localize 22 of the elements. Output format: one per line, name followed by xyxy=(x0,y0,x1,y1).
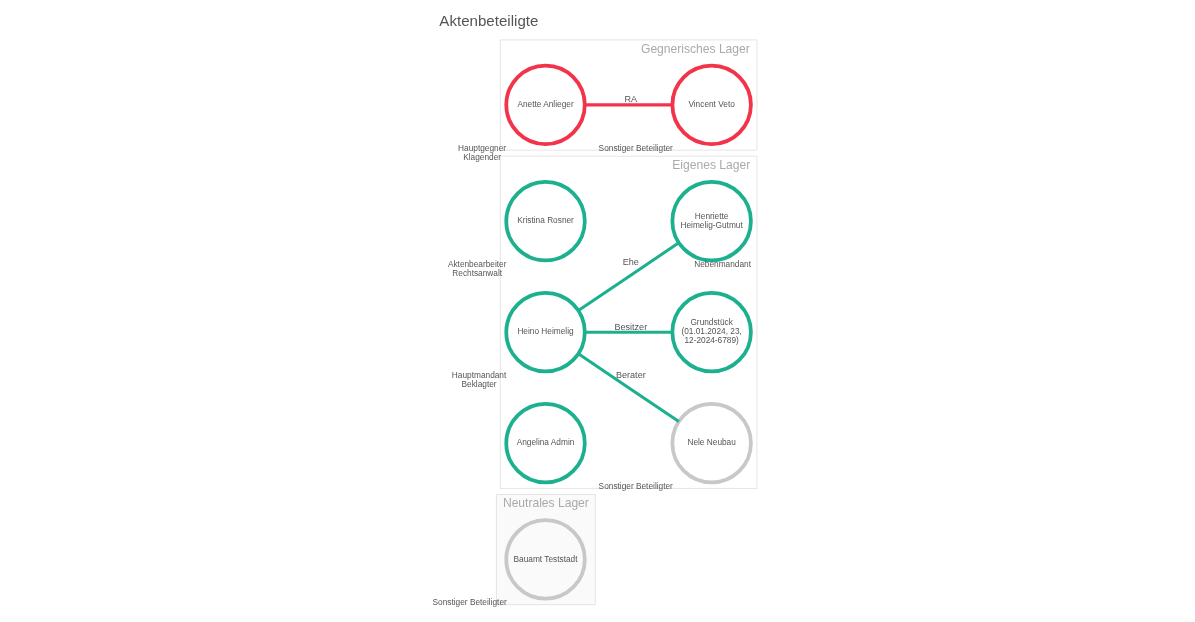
connector xyxy=(577,352,680,423)
node-label: Sonstiger Beteiligter xyxy=(598,142,673,153)
node-label: Hauptmandant xyxy=(451,370,506,381)
connector xyxy=(577,241,680,312)
node-circle: Angelina Admin xyxy=(503,402,587,485)
node-circle: Anette Anlieger xyxy=(503,63,587,146)
edge-label: Berater xyxy=(615,369,646,380)
edge-label: Ehe xyxy=(622,256,639,267)
edge-label: RA xyxy=(624,94,637,105)
node-label: Sonstiger Beteiligter xyxy=(598,481,673,492)
node-circle: Bauamt Teststadt xyxy=(503,518,587,601)
node-label: Klagender xyxy=(462,151,501,162)
node-label: Rechtsanwalt xyxy=(451,268,502,279)
connector xyxy=(584,103,672,107)
node-circle: Vincent Veto xyxy=(670,63,753,146)
edge-label: Besitzer xyxy=(614,321,647,332)
diagram-title: Aktenbeteiligte xyxy=(438,12,538,30)
connector xyxy=(584,330,672,334)
node-label: Aktenbearbeiter xyxy=(447,259,506,270)
node-circle: Grundstück (01.01.2024, 23, 12-2024-6789) xyxy=(670,291,753,374)
node-circle: Nele Neubau xyxy=(670,402,753,485)
node-circle: Kristina Rosner xyxy=(503,180,587,263)
